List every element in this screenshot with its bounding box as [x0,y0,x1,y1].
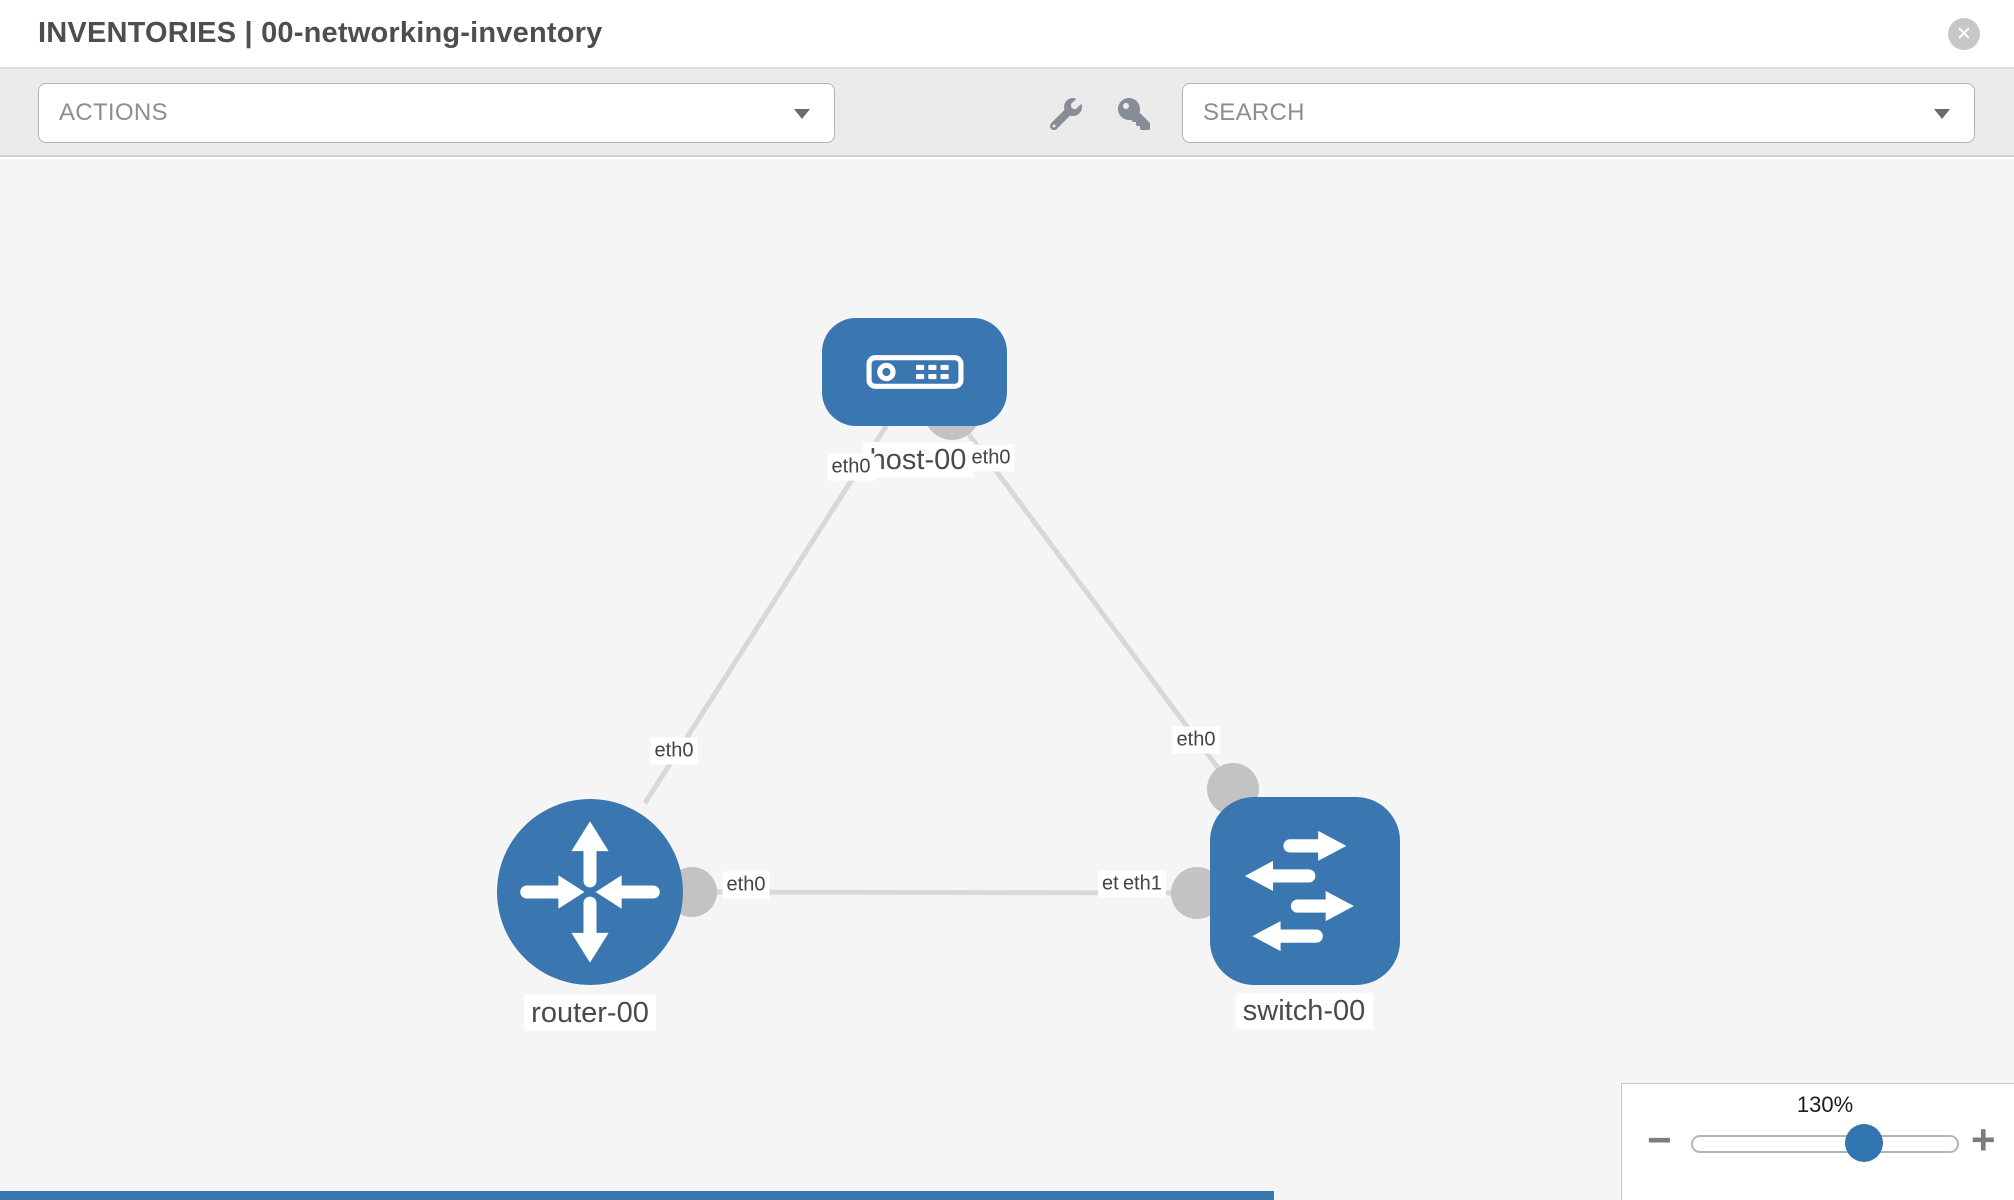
toolbar: ACTIONS SEARCH [0,69,2014,157]
switch-icon [1244,830,1354,952]
interface-label-host-right: eth0 [967,444,1015,472]
node-label-router: router-00 [524,994,656,1032]
footer-accent-bar [0,1191,1274,1200]
title-bar: INVENTORIES | 00-networking-inventory ✕ [0,0,2014,69]
close-button[interactable]: ✕ [1948,18,1980,50]
chevron-down-icon [794,109,810,119]
host-icon [866,355,963,389]
links-layer [642,384,1259,919]
node-switch[interactable] [1210,797,1400,985]
search-dropdown-label: SEARCH [1203,99,1305,126]
key-button[interactable] [1117,98,1151,130]
interface-label-switch-over: eth1 [1118,870,1166,898]
node-label-switch: switch-00 [1235,992,1373,1030]
wrench-icon [1049,98,1082,131]
search-dropdown[interactable]: SEARCH [1182,83,1975,143]
router-icon [520,821,660,963]
interface-label-host-switch-link: eth0 [1172,726,1220,754]
interface-label-host-router-link: eth0 [650,737,698,765]
actions-dropdown-label: ACTIONS [59,99,168,126]
node-router[interactable] [497,799,683,985]
zoom-in-button[interactable]: + [1971,1116,1996,1163]
zoom-level-label: 130% [1796,1092,1854,1117]
configure-button[interactable] [1049,98,1083,131]
zoom-out-button[interactable]: − [1647,1116,1672,1163]
interface-label-router-side: eth0 [722,871,770,899]
topology-canvas[interactable]: host-00 router-00 switch-00 eth0 eth0 et… [0,159,2014,1200]
zoom-slider-track[interactable] [1691,1135,1959,1153]
page-title: INVENTORIES | 00-networking-inventory [38,17,603,49]
node-host[interactable] [822,318,1007,426]
zoom-slider-thumb[interactable] [1845,1124,1883,1162]
node-label-host: host-00 [862,441,974,479]
interface-label-switch-side-stack: eth0 eth1 [1098,870,1166,898]
interface-label-host-left: eth0 [827,453,875,481]
zoom-panel: 130% − + [1621,1083,2014,1200]
chevron-down-icon [1934,109,1950,119]
actions-dropdown[interactable]: ACTIONS [38,83,835,143]
key-icon [1118,98,1150,130]
close-icon: ✕ [1956,23,1972,45]
